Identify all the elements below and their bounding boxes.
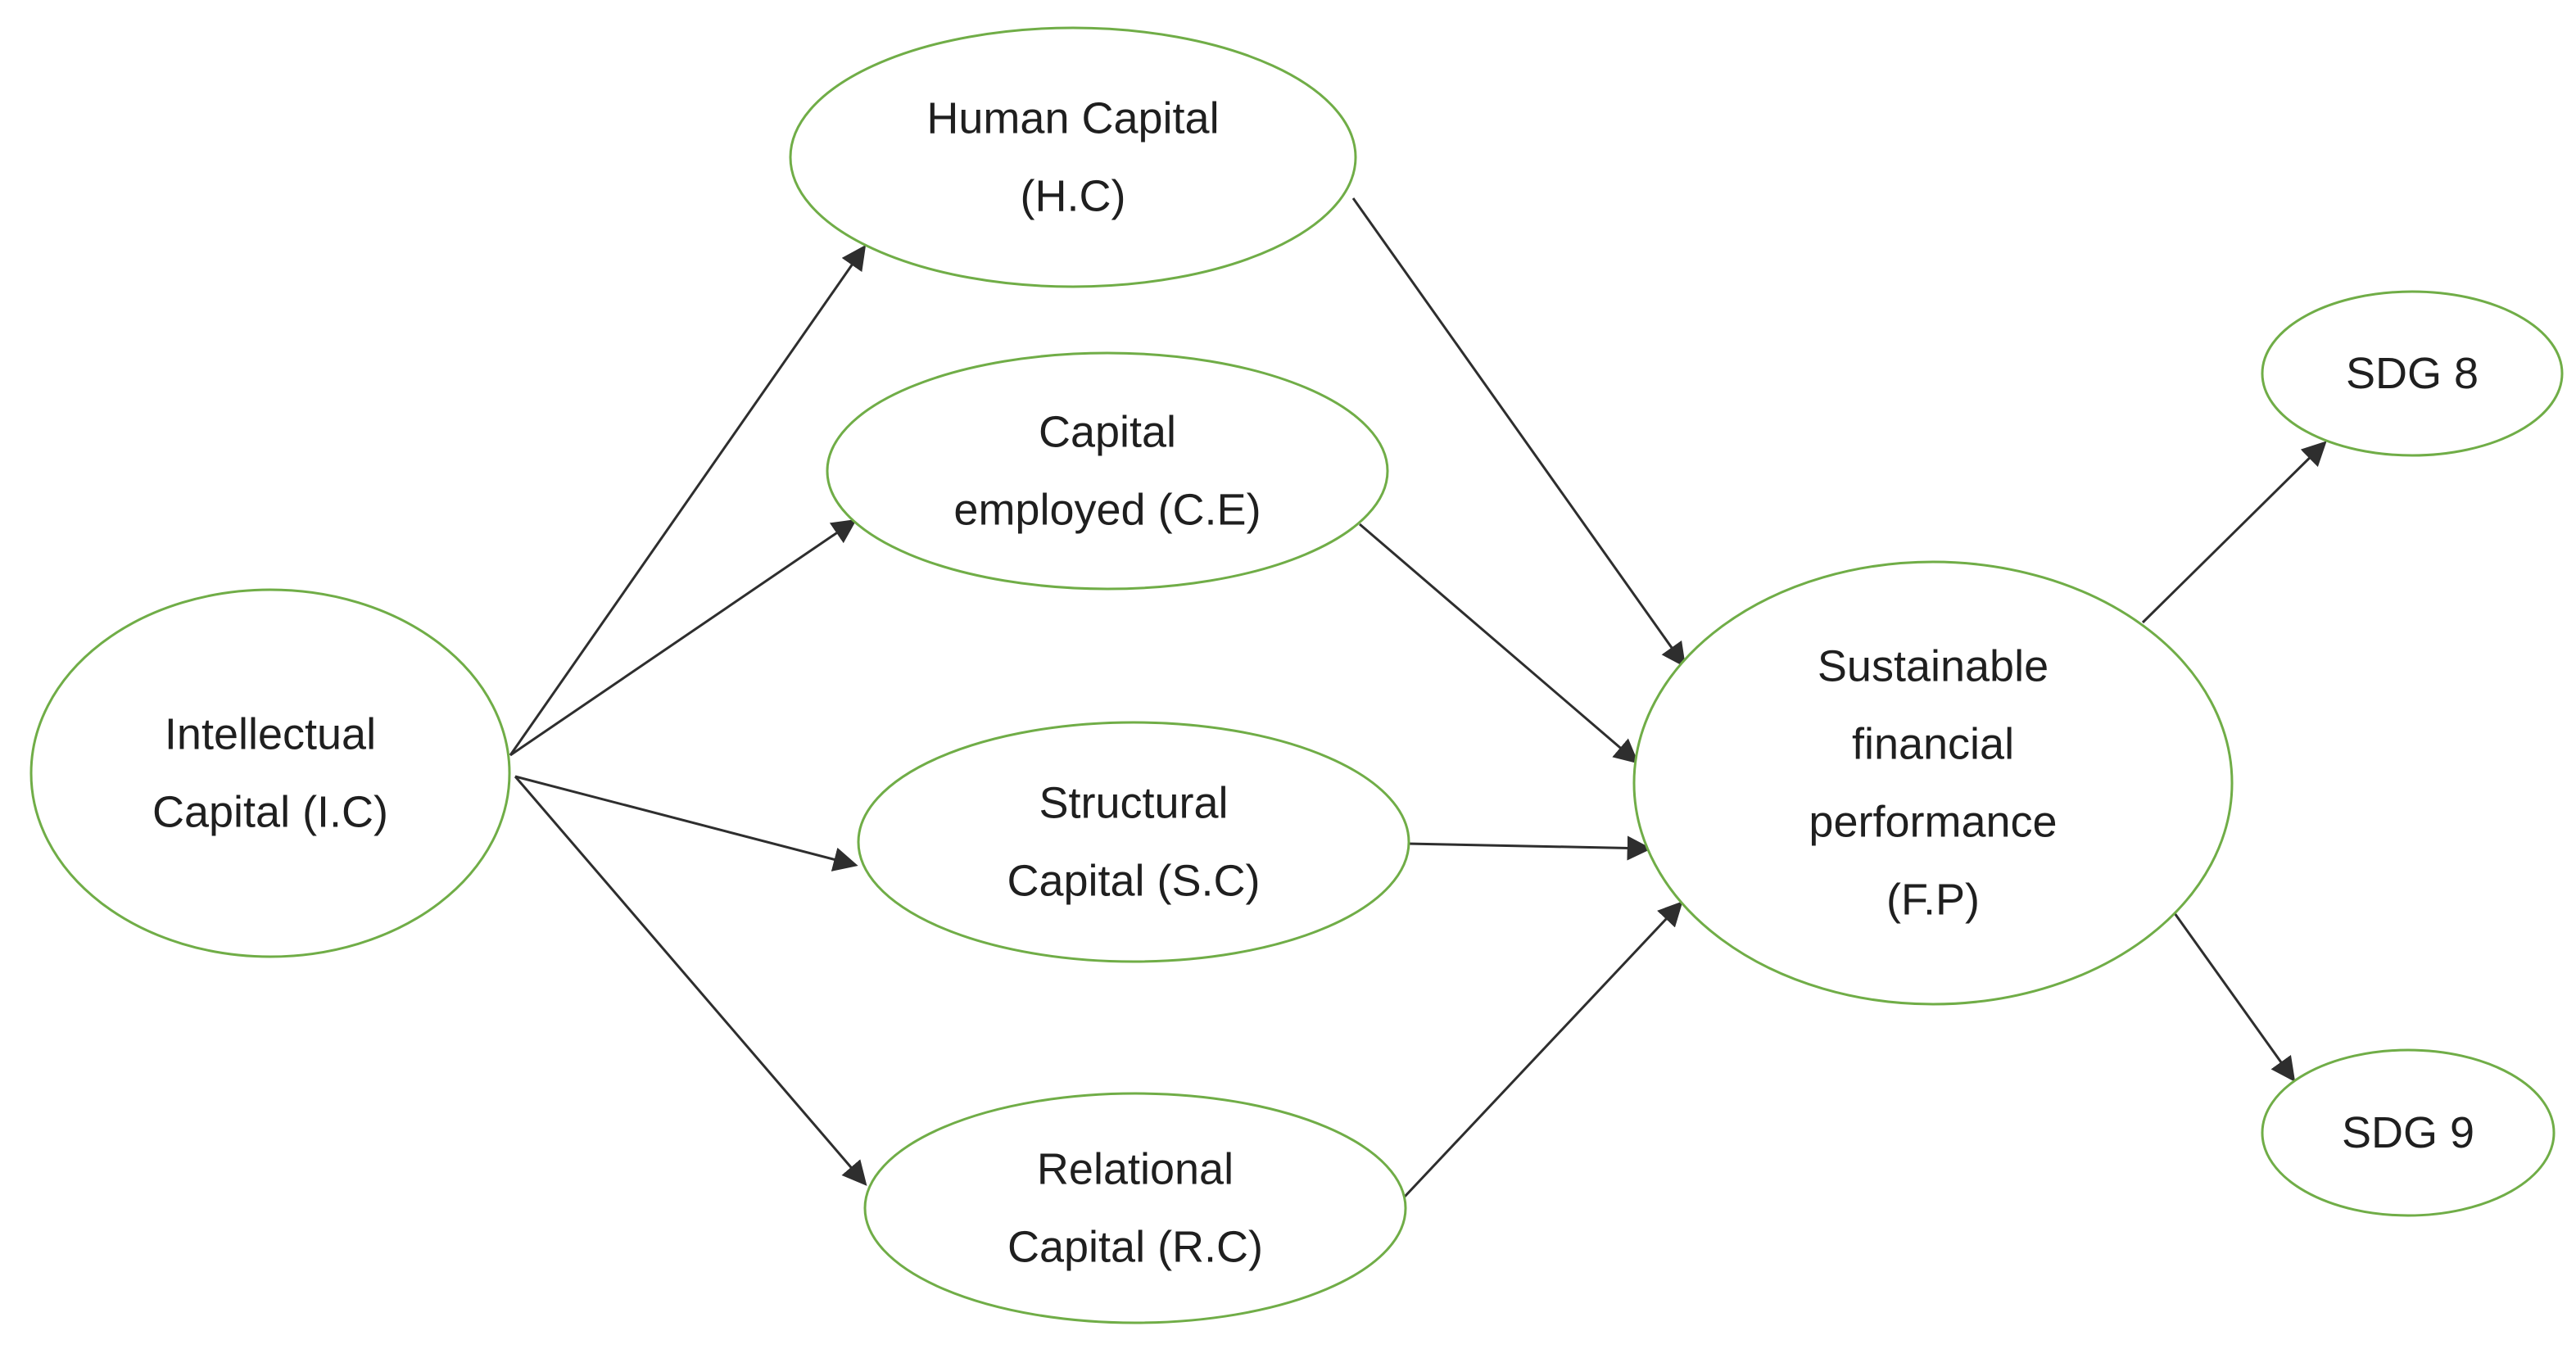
node-label-line: Sustainable <box>1818 642 2049 691</box>
node-label-line: financial <box>1852 720 2014 769</box>
node-label-line: performance <box>1809 798 2057 847</box>
node-label-capital-employed: Capital employed (C.E) <box>953 408 1261 535</box>
node-label-line: SDG 8 <box>2346 349 2479 398</box>
edge-capital-employed-to-financial-performance <box>1359 523 1639 764</box>
node-human-capital: Human Capital (H.C) <box>789 26 1357 288</box>
node-label-line: Capital (S.C) <box>1007 857 1260 906</box>
node-capital-employed: Capital employed (C.E) <box>826 351 1389 591</box>
node-sdg-9: SDG 9 <box>2261 1048 2556 1217</box>
node-sdg-8: SDG 8 <box>2261 290 2564 457</box>
edge-intellectual-capital-to-capital-employed <box>509 518 858 757</box>
node-label-line: Structural <box>1039 779 1228 828</box>
node-ellipse-sdg-9 <box>2261 1048 2556 1217</box>
edge-relational-capital-to-financial-performance <box>1402 901 1683 1199</box>
node-label-line: employed (C.E) <box>953 486 1261 535</box>
node-ellipse-structural-capital <box>857 721 1410 963</box>
node-ellipse-relational-capital <box>863 1092 1407 1324</box>
edge-human-capital-to-financial-performance <box>1351 197 1686 668</box>
node-financial-performance: Sustainable financial performance (F.P) <box>1632 560 2234 1006</box>
edge-intellectual-capital-to-structural-capital <box>514 775 858 871</box>
node-label-sdg-9: SDG 9 <box>2342 1108 2474 1157</box>
node-label-line: Intellectual <box>165 710 376 759</box>
node-ellipse-human-capital <box>789 26 1357 288</box>
edge-structural-capital-to-financial-performance <box>1406 835 1652 861</box>
edge-intellectual-capital-to-relational-capital <box>514 776 867 1186</box>
node-label-line: (H.C) <box>1021 172 1126 221</box>
node-label-line: Capital (R.C) <box>1007 1223 1263 1272</box>
edge-intellectual-capital-to-human-capital <box>509 244 867 756</box>
node-label-line: Capital (I.C) <box>152 788 388 837</box>
node-label-line: Relational <box>1037 1145 1234 1194</box>
edge-financial-performance-to-sdg-8 <box>2141 441 2327 624</box>
node-label-line: SDG 9 <box>2342 1108 2474 1157</box>
node-ellipse-financial-performance <box>1632 560 2234 1006</box>
node-ellipse-intellectual-capital <box>29 588 511 958</box>
node-label-line: Human Capital <box>926 94 1219 143</box>
node-label-financial-performance: Sustainable financial performance (F.P) <box>1809 642 2057 925</box>
edge-financial-performance-to-sdg-9 <box>2173 912 2296 1083</box>
node-label-line: Capital <box>1039 408 1176 457</box>
node-ellipse-sdg-8 <box>2261 290 2564 457</box>
node-label-line: (F.P) <box>1886 876 1980 925</box>
node-label-sdg-8: SDG 8 <box>2346 349 2479 398</box>
node-ellipse-capital-employed <box>826 351 1389 591</box>
node-label-human-capital: Human Capital (H.C) <box>926 94 1219 221</box>
